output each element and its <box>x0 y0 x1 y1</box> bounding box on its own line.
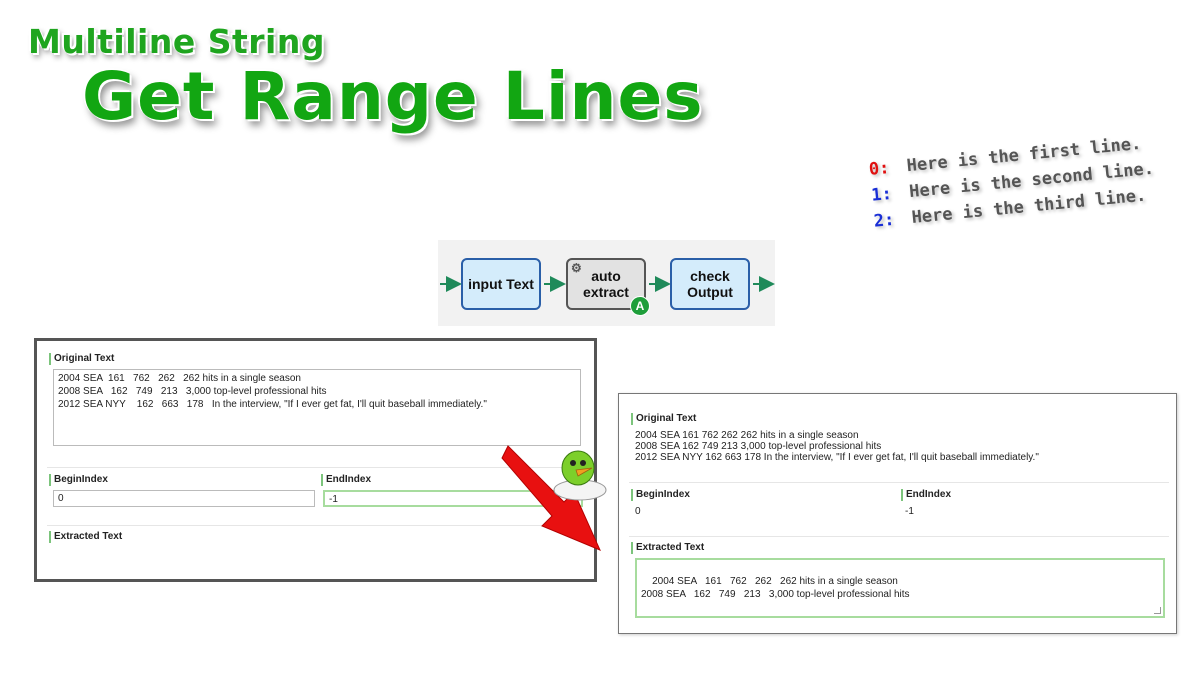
extracted-text-label: Extracted Text <box>49 531 122 543</box>
extracted-text-label: Extracted Text <box>631 542 704 554</box>
original-text-line-1: 2004 SEA 161 762 262 262 hits in a singl… <box>635 430 859 441</box>
line-index-2: 2: <box>872 209 896 232</box>
automatic-step-badge: A <box>630 296 650 316</box>
step-label: auto extract <box>583 268 629 300</box>
begin-index-value: 0 <box>635 506 641 517</box>
begin-index-label: BeginIndex <box>631 489 690 501</box>
line-index-1: 1: <box>870 183 893 206</box>
end-index-label: EndIndex <box>901 489 951 501</box>
flow-arrows <box>440 276 775 292</box>
original-text-label: Original Text <box>631 413 696 425</box>
original-text-label: Original Text <box>49 353 114 365</box>
extracted-text-textarea[interactable]: 2004 SEA 161 762 262 262 hits in a singl… <box>635 558 1165 618</box>
red-arrow-icon <box>501 445 601 551</box>
extracted-text-value: 2004 SEA 161 762 262 262 hits in a singl… <box>641 576 910 600</box>
step-input-text[interactable]: input Text <box>461 258 541 310</box>
divider <box>629 482 1169 483</box>
output-form-panel: Original Text 2004 SEA 161 762 262 262 h… <box>618 393 1177 634</box>
end-index-value: -1 <box>905 506 914 517</box>
step-check-output[interactable]: check Output <box>670 258 750 310</box>
divider <box>47 467 587 468</box>
original-text-line-2: 2008 SEA 162 749 213 3,000 top-level pro… <box>635 441 882 452</box>
divider <box>47 525 587 526</box>
page-subtitle: Multiline String <box>28 22 325 61</box>
begin-index-input[interactable]: 0 <box>53 490 315 507</box>
end-index-label: EndIndex <box>321 474 371 486</box>
workflow-diagram: input Text ⚙ auto extract A check Output <box>438 240 775 326</box>
gear-icon: ⚙ <box>571 261 582 275</box>
step-label: check Output <box>687 268 733 300</box>
original-text-line-3: 2012 SEA NYY 162 663 178 In the intervie… <box>635 452 1039 463</box>
step-auto-extract[interactable]: ⚙ auto extract A <box>566 258 650 316</box>
original-text-textarea[interactable]: 2004 SEA 161 762 262 262 hits in a singl… <box>53 369 581 446</box>
line-index-0: 0: <box>868 158 891 180</box>
mascot-bird-icon <box>553 450 607 501</box>
step-label: input Text <box>468 276 534 292</box>
page-title: Get Range Lines <box>82 58 704 135</box>
indexed-lines-example: 0:Here is the first line. 1:Here is the … <box>868 129 1194 237</box>
divider <box>629 536 1169 537</box>
resize-grip-icon[interactable] <box>1154 607 1161 614</box>
begin-index-label: BeginIndex <box>49 474 108 486</box>
